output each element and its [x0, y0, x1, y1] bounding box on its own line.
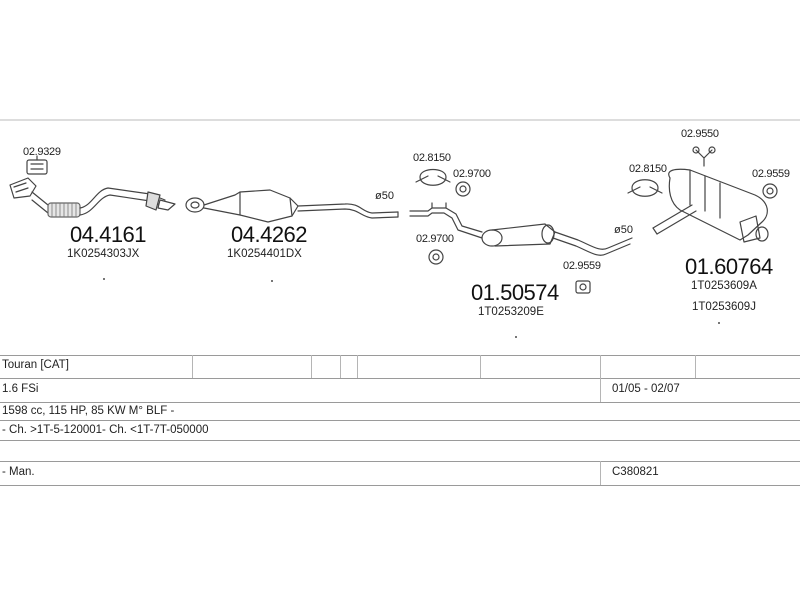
table-divider [311, 355, 312, 378]
rear-silencer-number: 01.60764 [685, 254, 773, 279]
production-period: 01/05 - 02/07 [612, 383, 680, 395]
hanger-rear-number: 02.9550 [681, 128, 719, 140]
table-rule [0, 355, 800, 356]
marker-dot [515, 336, 517, 338]
rubber-mid-top-drawing [455, 181, 471, 197]
hanger-rear-drawing [692, 146, 716, 167]
clamp-front-number: 02.9329 [23, 146, 61, 158]
rear-silencer-oem-b: 1T0253609J [692, 301, 756, 313]
table-divider [695, 355, 696, 378]
table-rule [0, 485, 800, 486]
gasket-mid-number: 02.8150 [413, 152, 451, 164]
engine-spec: 1598 cc, 115 HP, 85 KW M° BLF - [2, 405, 175, 417]
transmission-type: - Man. [2, 466, 35, 478]
gasket-mid-drawing [415, 168, 451, 186]
diameter-front-label: ø50 [375, 190, 394, 202]
rear-silencer-oem-a: 1T0253609A [691, 280, 757, 292]
table-rule [0, 420, 800, 421]
rear-pipe-drawing [652, 204, 697, 235]
rubber-mid-top-number: 02.9700 [453, 168, 491, 180]
rubber-mid-bottom-drawing [428, 249, 444, 265]
middle-silencer-oem: 1T0253209E [478, 306, 544, 318]
table-divider [600, 355, 601, 402]
front-pipe-number: 04.4262 [231, 222, 308, 247]
middle-silencer-drawing [409, 202, 633, 256]
table-divider [480, 355, 481, 378]
gasket-rear-number: 02.8150 [629, 163, 667, 175]
engine-label: 1.6 FSi [2, 383, 39, 395]
table-rule [0, 440, 800, 441]
chassis-range: - Ch. >1T-5-120001- Ch. <1T-7T-050000 [2, 424, 209, 436]
marker-dot [271, 280, 273, 282]
table-rule [0, 461, 800, 462]
marker-dot [103, 278, 105, 280]
vehicle-model: Touran [CAT] [2, 359, 69, 371]
diameter-rear-label: ø50 [614, 224, 633, 236]
rubber-rear-number: 02.9559 [752, 168, 790, 180]
marker-dot [718, 322, 720, 324]
gasket-rear-drawing [627, 179, 663, 197]
cat-converter-number: 04.4161 [70, 222, 147, 247]
front-pipe-drawing [185, 189, 399, 223]
exhaust-diagram: 02.9329 04.4161 1K0254303JX 04.4262 1K02… [0, 119, 800, 338]
clamp-front-drawing [26, 155, 48, 175]
clamp-mid-number: 02.9559 [563, 260, 601, 272]
cat-converter-oem: 1K0254303JX [67, 248, 140, 260]
exhaust-drawing [0, 119, 800, 294]
rubber-mid-bottom-number: 02.9700 [416, 233, 454, 245]
table-divider [357, 355, 358, 378]
kit-code: C380821 [612, 466, 659, 478]
table-divider [600, 461, 601, 485]
rubber-rear-drawing [762, 183, 778, 199]
table-rule [0, 378, 800, 379]
table-divider [340, 355, 341, 378]
middle-silencer-number: 01.50574 [471, 280, 559, 305]
front-pipe-oem: 1K0254401DX [227, 248, 302, 260]
cat-converter-drawing [9, 177, 176, 218]
table-rule [0, 402, 800, 403]
table-divider [192, 355, 193, 378]
rear-silencer-drawing [668, 168, 769, 243]
clamp-mid-drawing [575, 280, 591, 294]
